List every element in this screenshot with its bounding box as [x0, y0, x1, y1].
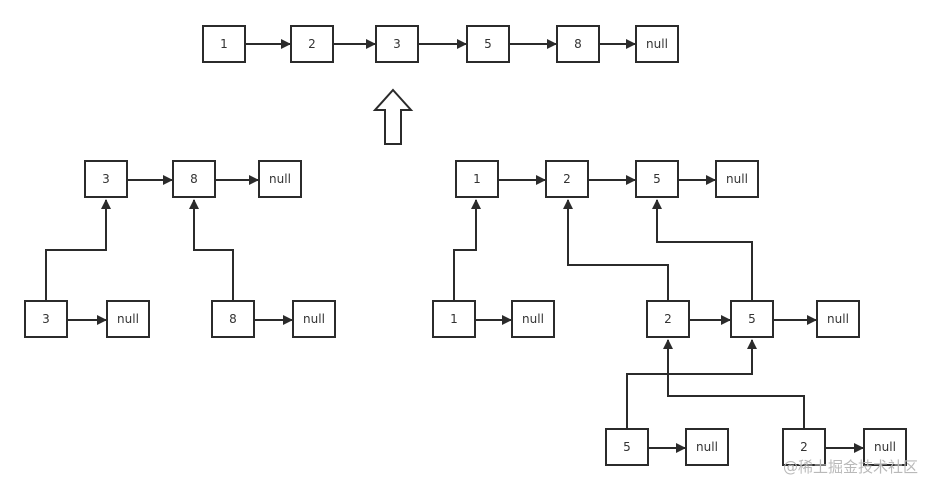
list-node: 5 [635, 160, 679, 198]
list-node: 3 [24, 300, 68, 338]
merge-up-arrow [372, 88, 414, 145]
null-node: null [685, 428, 729, 466]
list-node: 2 [545, 160, 589, 198]
list-node: 3 [84, 160, 128, 198]
list-node: 5 [730, 300, 774, 338]
null-node: null [715, 160, 759, 198]
null-node: null [816, 300, 860, 338]
connector [663, 339, 805, 428]
list-node: 8 [211, 300, 255, 338]
list-node: 5 [605, 428, 649, 466]
connector [453, 199, 481, 300]
null-node: null [863, 428, 907, 466]
list-node: 2 [290, 25, 334, 63]
null-node: null [511, 300, 555, 338]
connector [652, 199, 753, 300]
null-node: null [106, 300, 150, 338]
list-node: 1 [202, 25, 246, 63]
connector [45, 199, 111, 300]
list-node: 1 [455, 160, 499, 198]
null-node: null [635, 25, 679, 63]
list-node: 3 [375, 25, 419, 63]
list-node: 1 [432, 300, 476, 338]
connector [563, 199, 669, 300]
list-node: 8 [172, 160, 216, 198]
null-node: null [258, 160, 302, 198]
connector [189, 199, 234, 300]
null-node: null [292, 300, 336, 338]
watermark: @稀土掘金技术社区 [782, 458, 918, 476]
list-node: 2 [782, 428, 826, 466]
list-node: 5 [466, 25, 510, 63]
list-node: 8 [556, 25, 600, 63]
connector [626, 339, 757, 428]
list-node: 2 [646, 300, 690, 338]
